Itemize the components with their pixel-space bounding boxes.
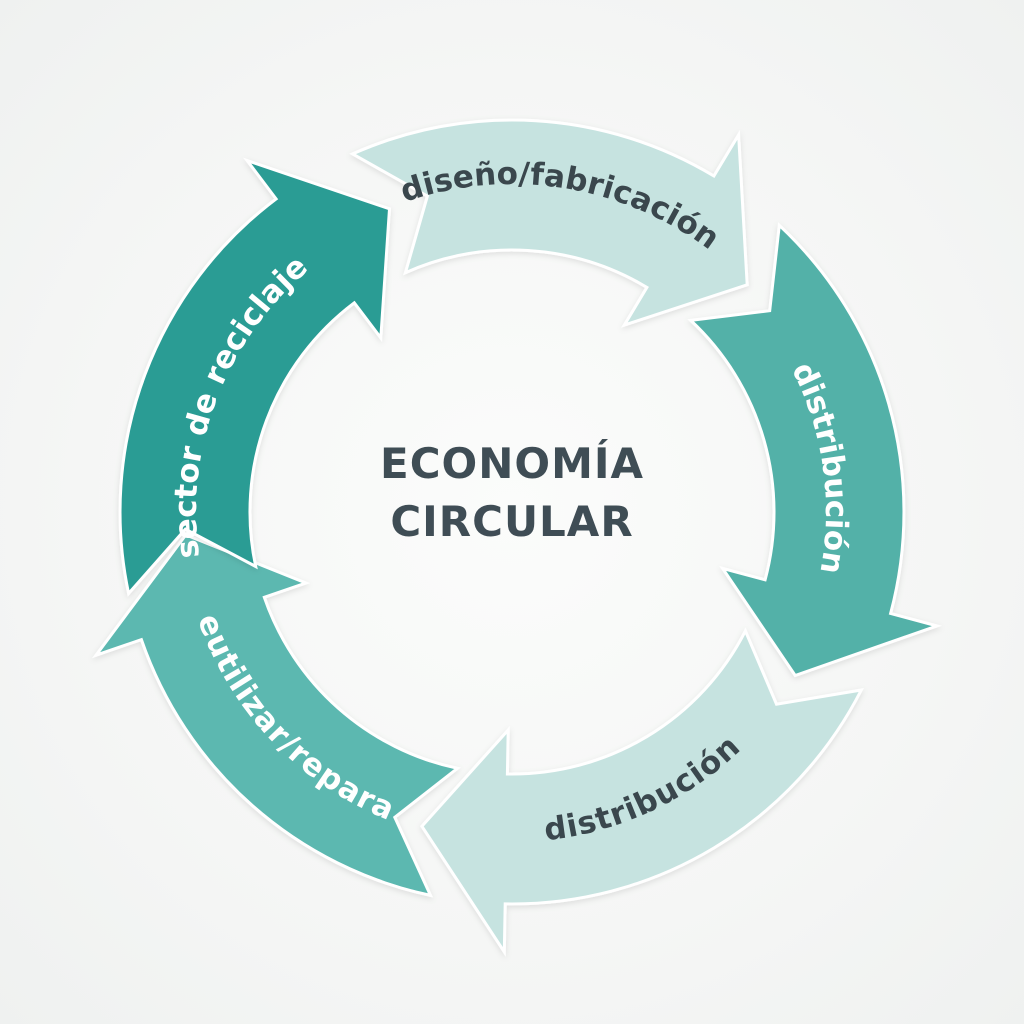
center-title-line-1: ECONOMÍA xyxy=(380,438,644,488)
arrow-reutilizar xyxy=(91,532,461,898)
arrow-distribucion-1 xyxy=(687,222,943,678)
arrow-reciclaje xyxy=(118,157,392,597)
arrow-diseno xyxy=(349,118,749,328)
center-title-line-2: CIRCULAR xyxy=(390,497,633,546)
arrow-distribucion-2 xyxy=(420,627,864,957)
arrow-ring xyxy=(91,118,943,957)
